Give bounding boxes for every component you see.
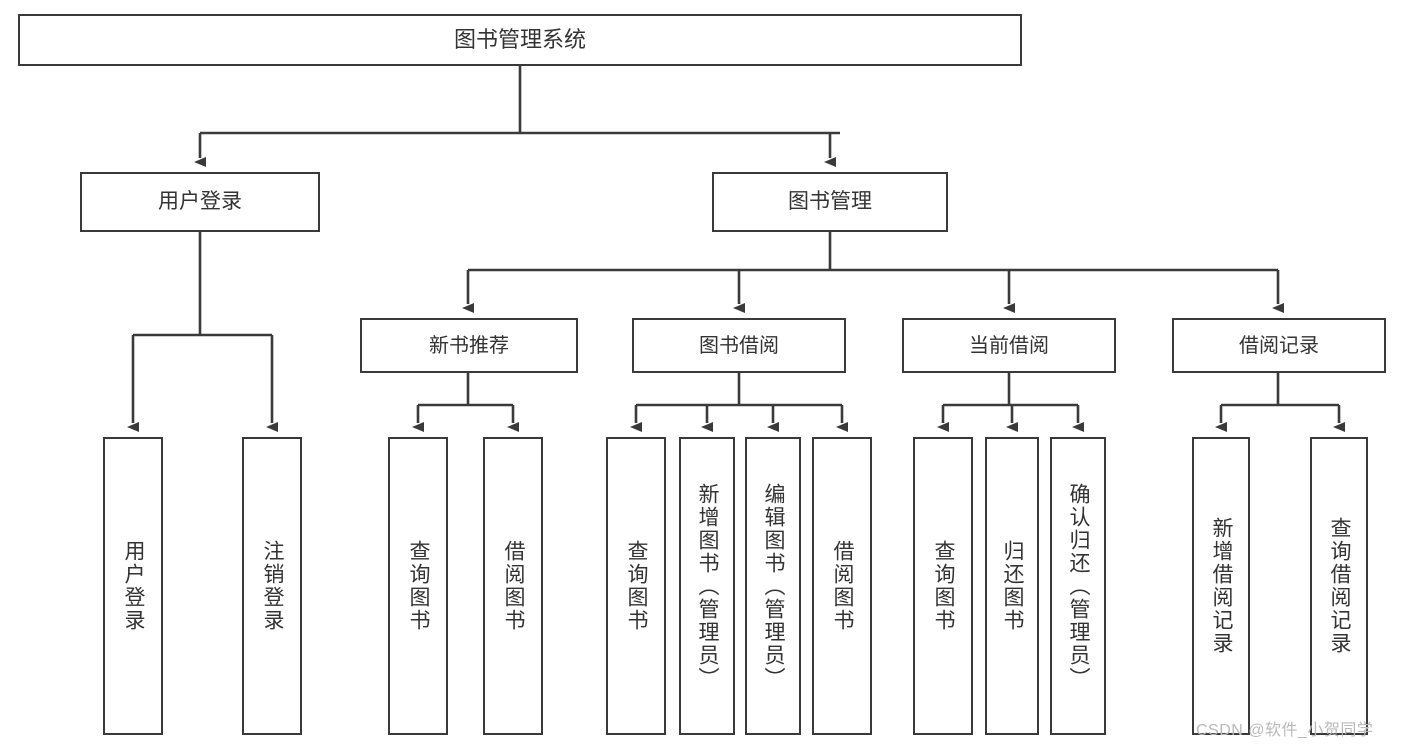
leaf-newbook-query-book[interactable]: 查询图书 <box>388 437 448 735</box>
node-user-login-label: 用户登录 <box>158 190 242 214</box>
leaf-user-login-label: 用户登录 <box>122 540 146 632</box>
node-book-borrowing[interactable]: 图书借阅 <box>632 318 846 373</box>
node-borrowing-record-label: 借阅记录 <box>1239 334 1319 357</box>
node-current-borrowing-label: 当前借阅 <box>969 334 1049 357</box>
leaf-borrow-add-book-admin-label: 新增图书（管理员） <box>696 482 720 690</box>
leaf-borrow-edit-book-admin[interactable]: 编辑图书（管理员） <box>745 437 801 735</box>
leaf-newbook-borrow-book[interactable]: 借阅图书 <box>483 437 543 735</box>
leaf-current-confirm-return-admin-label: 确认归还（管理员） <box>1067 482 1091 690</box>
leaf-newbook-borrow-book-label: 借阅图书 <box>502 540 526 632</box>
leaf-record-add-borrow-record-label: 新增借阅记录 <box>1210 517 1234 655</box>
leaf-current-query-book[interactable]: 查询图书 <box>913 437 973 735</box>
leaf-user-login[interactable]: 用户登录 <box>103 437 163 735</box>
leaf-current-return-book[interactable]: 归还图书 <box>985 437 1039 735</box>
leaf-current-query-book-label: 查询图书 <box>932 540 956 632</box>
leaf-record-add-borrow-record[interactable]: 新增借阅记录 <box>1192 437 1250 735</box>
leaf-borrow-add-book-admin[interactable]: 新增图书（管理员） <box>679 437 735 735</box>
node-root-system-label: 图书管理系统 <box>453 26 586 52</box>
leaf-record-query-borrow-record[interactable]: 查询借阅记录 <box>1310 437 1368 735</box>
leaf-logout-label: 注销登录 <box>261 540 285 632</box>
node-new-book-recommendation-label: 新书推荐 <box>429 334 509 357</box>
node-book-borrowing-label: 图书借阅 <box>699 334 779 357</box>
leaf-newbook-query-book-label: 查询图书 <box>407 540 431 632</box>
leaf-borrow-borrow-book-label: 借阅图书 <box>831 540 855 632</box>
node-book-management-label: 图书管理 <box>788 190 872 214</box>
leaf-borrow-borrow-book[interactable]: 借阅图书 <box>812 437 872 735</box>
node-root-system[interactable]: 图书管理系统 <box>18 14 1022 66</box>
leaf-current-return-book-label: 归还图书 <box>1001 540 1025 632</box>
leaf-borrow-query-book-label: 查询图书 <box>625 540 649 632</box>
node-book-management[interactable]: 图书管理 <box>712 172 948 232</box>
node-borrowing-record[interactable]: 借阅记录 <box>1172 318 1386 373</box>
leaf-borrow-query-book[interactable]: 查询图书 <box>606 437 666 735</box>
node-current-borrowing[interactable]: 当前借阅 <box>902 318 1116 373</box>
leaf-current-confirm-return-admin[interactable]: 确认归还（管理员） <box>1050 437 1106 735</box>
csdn-watermark: CSDN @软件_小贺同学 <box>1196 722 1374 739</box>
leaf-borrow-edit-book-admin-label: 编辑图书（管理员） <box>762 482 786 690</box>
node-new-book-recommendation[interactable]: 新书推荐 <box>360 318 578 373</box>
node-user-login[interactable]: 用户登录 <box>80 172 320 232</box>
leaf-logout[interactable]: 注销登录 <box>242 437 302 735</box>
leaf-record-query-borrow-record-label: 查询借阅记录 <box>1328 517 1352 655</box>
